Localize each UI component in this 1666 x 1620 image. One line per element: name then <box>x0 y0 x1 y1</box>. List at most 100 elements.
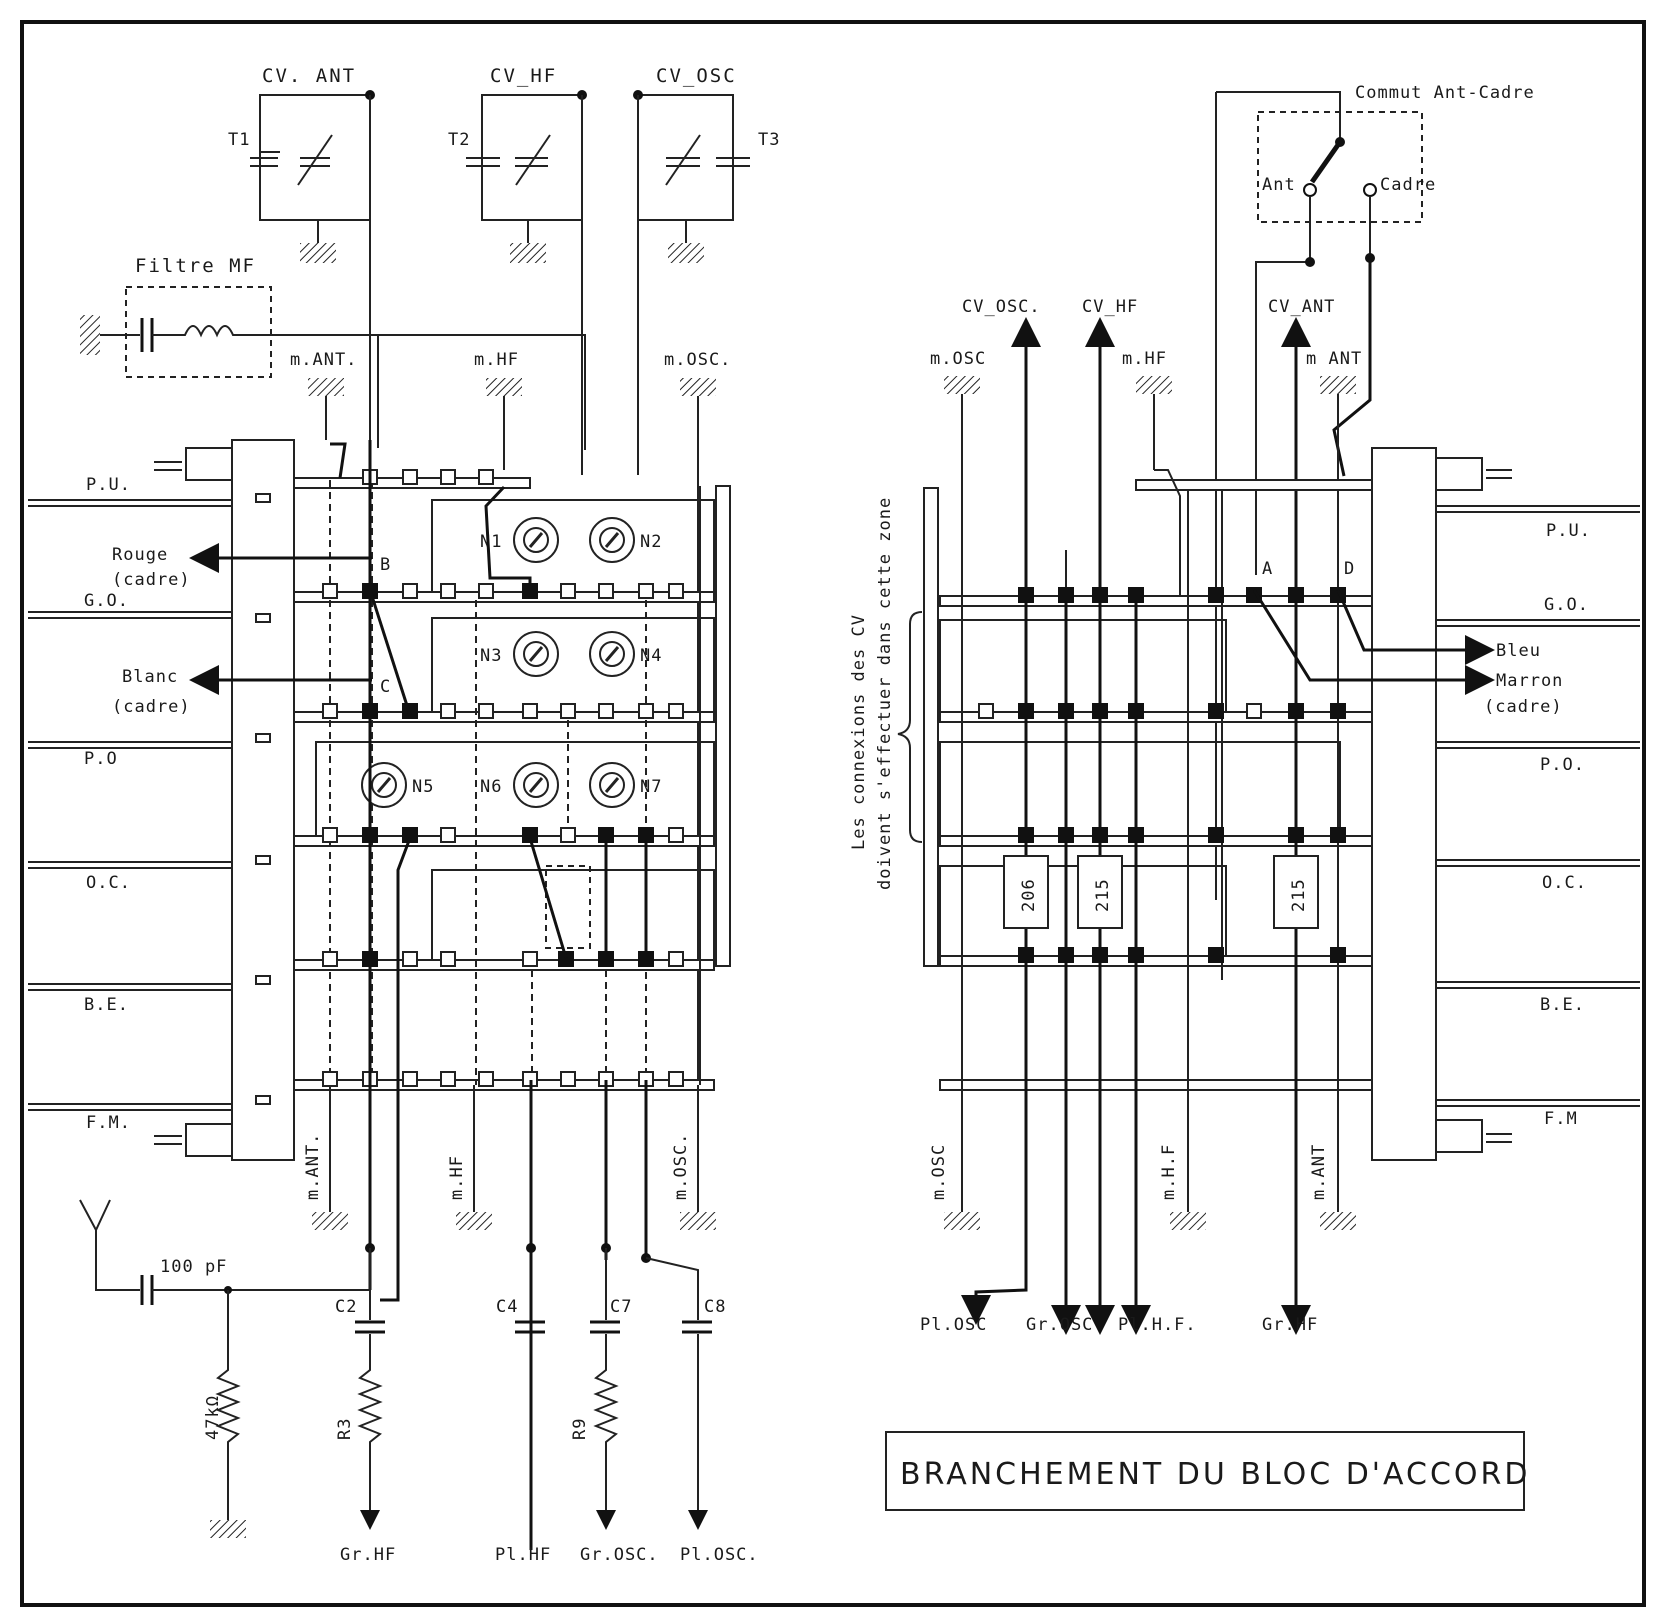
resistor-value: 215 <box>1093 878 1113 912</box>
solder-pad-filled <box>1330 827 1346 843</box>
mass-label: m.HF <box>447 1155 467 1200</box>
filtre-mf: Filtre MF <box>80 255 586 450</box>
solder-pad <box>322 583 338 599</box>
cv-ant-group: CV. ANT T1 <box>228 65 375 263</box>
right-band-labels: P.U. G.O. P.O. O.C. B.E. F.M <box>1540 521 1591 1129</box>
solder-pad <box>478 703 494 719</box>
solder-pad-filled <box>1208 587 1224 603</box>
point-a: A <box>1262 559 1273 579</box>
solder-pad <box>560 1071 576 1087</box>
left-outputs: Gr.HF Pl.HF Gr.OSC. Pl.OSC. <box>340 1545 758 1565</box>
resistor-label: R9 <box>570 1418 590 1440</box>
cv-label: CV_OSC. <box>962 297 1041 317</box>
rouge-sub-label: (cadre) <box>112 570 191 590</box>
cv-osc-label: CV_OSC <box>656 65 737 87</box>
cap-label: C8 <box>704 1297 726 1317</box>
solder-pad-filled <box>558 951 574 967</box>
solder-pad <box>478 583 494 599</box>
solder-pad <box>402 1071 418 1087</box>
right-wire-labels: Bleu Marron (cadre) <box>1484 641 1563 717</box>
right-cv-labels: CV_OSC. CV_HF CV_ANT <box>962 297 1335 590</box>
trimmer-label: N1 <box>480 532 502 552</box>
output-label: Gr.OSC <box>1026 1315 1093 1335</box>
trimmer: N5 <box>361 762 433 808</box>
left-block: CV. ANT T1 CV_HF T2 CV_OSC <box>28 65 780 1565</box>
cv-hf-label: CV_HF <box>490 65 557 87</box>
page-frame <box>20 20 1646 1607</box>
trimmer: N4 <box>589 631 661 677</box>
t1-label: T1 <box>228 130 250 150</box>
output-label: Pl.OSC <box>920 1315 987 1335</box>
diagram-title: BRANCHEMENT DU BLOC D'ACCORD <box>900 1457 1531 1492</box>
solder-pad <box>440 1071 456 1087</box>
solder-pad <box>522 703 538 719</box>
solder-pad <box>402 583 418 599</box>
filtre-mf-label: Filtre MF <box>135 255 256 277</box>
solder-pad <box>598 703 614 719</box>
solder-pad <box>978 703 994 719</box>
trimmer: N1 <box>480 517 559 563</box>
cap-label: C7 <box>610 1297 632 1317</box>
trimmer: N3 <box>480 631 559 677</box>
left-cadre-labels: Rouge (cadre) Blanc (cadre) <box>112 545 191 717</box>
right-decks <box>923 479 1373 1091</box>
t3-label: T3 <box>758 130 780 150</box>
mass-label: m.ANT. <box>303 1133 323 1200</box>
solder-pad <box>668 951 684 967</box>
trimmer-label: N7 <box>640 777 662 797</box>
t2-label: T2 <box>448 130 470 150</box>
mass-label: m.OSC <box>930 349 986 369</box>
point-d: D <box>1344 559 1355 579</box>
solder-pad <box>440 703 456 719</box>
resistor-label: R3 <box>335 1418 355 1440</box>
band-label: P.O. <box>1540 755 1585 775</box>
right-bold-wiring <box>961 469 1495 1335</box>
point-b: B <box>380 555 391 575</box>
right-block: Commut Ant-Cadre Ant Cadre CV_OSC. CV_HF… <box>849 83 1640 1511</box>
solder-pad <box>402 951 418 967</box>
right-outputs: Pl.OSC Gr.OSC Pl.H.F. Gr.HF <box>920 1315 1318 1335</box>
mass-label: m.ANT. <box>290 350 357 370</box>
left-top-masses: m.ANT. m.HF m.OSC. <box>290 350 730 1210</box>
band-label: O.C. <box>86 873 131 893</box>
mass-label: m.ANT <box>1309 1144 1329 1200</box>
band-label: P.U. <box>1546 521 1591 541</box>
commut-ant-cadre: Commut Ant-Cadre Ant Cadre <box>1215 83 1534 900</box>
output-label: Gr.HF <box>340 1545 396 1565</box>
marron-label: Marron <box>1496 671 1563 691</box>
solder-pad <box>402 469 418 485</box>
left-bold-wiring <box>189 440 648 1550</box>
cap-label: C2 <box>335 1297 357 1317</box>
right-bottom-masses: m.OSC m.H.F m.ANT <box>929 1144 1356 1230</box>
solder-pad <box>322 1071 338 1087</box>
resistor-47k-label: 47kΩ <box>203 1395 223 1440</box>
trimmer-label: N3 <box>480 646 502 666</box>
solder-pad <box>598 583 614 599</box>
band-label: P.U. <box>86 475 131 495</box>
trimmer: N7 <box>589 762 662 808</box>
solder-pad-filled <box>1330 947 1346 963</box>
mass-label: m.OSC <box>929 1144 949 1200</box>
cv-label: CV_ANT <box>1268 297 1335 317</box>
antenna-cap-label: 100 pF <box>160 1257 227 1277</box>
band-label: G.O. <box>1544 595 1589 615</box>
solder-pad <box>560 583 576 599</box>
solder-pad <box>440 583 456 599</box>
resistor-value: 206 <box>1019 878 1039 912</box>
trimmer-label: N2 <box>640 532 662 552</box>
solder-pad-filled <box>1208 827 1224 843</box>
cv-hf-group: CV_HF T2 <box>448 65 587 263</box>
solder-pad <box>478 1071 494 1087</box>
switch-ant-label: Ant <box>1262 175 1296 195</box>
cv-osc-group: CV_OSC T3 <box>633 65 780 263</box>
solder-pad-filled <box>1208 947 1224 963</box>
solder-pad <box>440 469 456 485</box>
output-label: Gr.HF <box>1262 1315 1318 1335</box>
solder-pad <box>478 469 494 485</box>
solder-pad <box>322 827 338 843</box>
solder-pad <box>560 827 576 843</box>
solder-pad <box>522 951 538 967</box>
resistor-value: 215 <box>1289 878 1309 912</box>
